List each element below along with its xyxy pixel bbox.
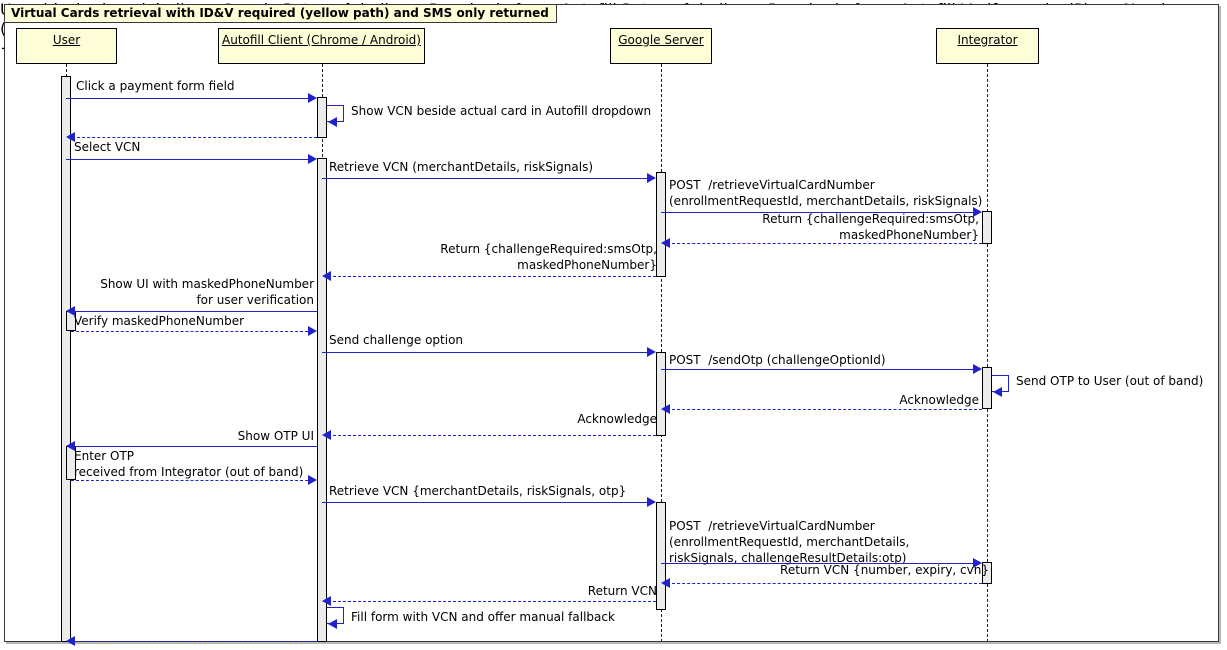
participant-user[interactable]: User <box>16 28 117 64</box>
activation-autofill-dropdown <box>317 97 327 138</box>
message-line-return-challenge-required-2 <box>328 276 656 277</box>
selfmessage-arrowhead-show-vcn <box>328 117 337 127</box>
message-arrowhead-show-ui-masked-phone <box>66 306 75 316</box>
message-line-retrieve-vcn-2 <box>322 502 652 503</box>
message-label-post-retrieve-vcn-2: POST /retrieveVirtualCardNumber (enrollm… <box>669 519 910 565</box>
message-arrowhead-show-otp-ui <box>66 441 75 451</box>
message-line-retrieve-vcn-1 <box>322 178 652 179</box>
message-label-show-otp-ui: Show OTP UI <box>237 429 314 443</box>
activation-user <box>61 76 71 642</box>
diagram-frame <box>4 4 1219 642</box>
activation-integrator-sendotp <box>982 367 992 409</box>
activation-google-sendotp <box>656 352 666 436</box>
message-arrowhead-return-challenge-required-1 <box>661 238 670 248</box>
activation-google-first <box>656 172 666 277</box>
message-line-dropdown-return <box>72 137 317 138</box>
activation-autofill-main <box>317 158 327 642</box>
message-label-return-challenge-required-1: Return {challengeRequired:smsOtp, masked… <box>762 212 979 242</box>
message-line-return-vcn-details <box>667 583 982 584</box>
message-line-send-challenge-option <box>322 352 652 353</box>
message-line-final-return <box>72 641 317 642</box>
participant-user-label: User <box>52 33 81 47</box>
message-arrowhead-retrieve-vcn-2 <box>647 497 656 507</box>
participant-autofill-client[interactable]: Autofill Client (Chrome / Android) <box>218 28 425 64</box>
message-label-post-send-otp: POST /sendOtp (challengeOptionId) <box>669 353 886 367</box>
message-line-return-challenge-required-1 <box>667 243 982 244</box>
message-line-post-retrieve-vcn-2 <box>661 563 978 564</box>
message-arrowhead-acknowledge-1 <box>661 404 670 414</box>
message-line-show-ui-masked-phone <box>72 311 317 312</box>
message-label-verify-masked-phone: Verify maskedPhoneNumber <box>74 314 245 328</box>
message-arrowhead-return-vcn <box>322 596 331 606</box>
message-line-acknowledge-2 <box>328 435 656 436</box>
message-line-acknowledge-1 <box>667 409 982 410</box>
participant-google-server-label: Google Server <box>618 33 704 47</box>
message-arrowhead-post-retrieve-vcn-2 <box>973 558 982 568</box>
message-arrowhead-return-challenge-required-2 <box>322 271 331 281</box>
message-arrowhead-post-retrieve-vcn-1 <box>973 207 982 217</box>
message-label-acknowledge-2: Acknowledge <box>577 412 657 426</box>
message-arrowhead-final-return <box>66 636 75 646</box>
activation-integrator-final <box>982 562 992 584</box>
message-label-acknowledge-1: Acknowledge <box>899 393 979 407</box>
message-label-click-payment-form-field: Click a payment form field <box>76 79 235 93</box>
message-line-select-vcn <box>66 159 313 160</box>
participant-integrator-label: Integrator <box>957 33 1018 47</box>
message-label-post-retrieve-vcn-1: POST /retrieveVirtualCardNumber (enrollm… <box>669 178 983 208</box>
lifeline-integrator <box>987 64 988 642</box>
message-label-select-vcn: Select VCN <box>74 140 141 154</box>
participant-google-server[interactable]: Google Server <box>610 28 712 64</box>
message-label-fill-form-with-vcn: Fill form with VCN and offer manual fall… <box>351 610 615 624</box>
message-line-enter-otp <box>71 480 313 481</box>
activation-google-final <box>656 502 666 610</box>
message-line-click-payment-form-field <box>66 98 313 99</box>
message-line-verify-masked-phone <box>71 331 313 332</box>
message-label-return-challenge-required-2: Return {challengeRequired:smsOtp, masked… <box>440 242 657 272</box>
message-line-return-vcn <box>328 601 656 602</box>
message-arrowhead-select-vcn <box>308 154 317 164</box>
message-label-return-vcn-details: Return VCN {number, expiry, cvn} <box>780 563 989 577</box>
message-line-show-otp-ui <box>72 446 317 447</box>
message-arrowhead-retrieve-vcn-1 <box>647 173 656 183</box>
activation-integrator-first <box>982 211 992 244</box>
message-arrowhead-return-vcn-details <box>661 578 670 588</box>
message-arrowhead-dropdown-return <box>66 132 75 142</box>
message-label-show-ui-masked-phone: Show UI with maskedPhoneNumber for user … <box>100 277 314 307</box>
selfmessage-arrowhead-send-otp-to-user <box>993 387 1002 397</box>
participant-integrator[interactable]: Integrator <box>936 28 1039 64</box>
message-arrowhead-enter-otp <box>308 475 317 485</box>
message-arrowhead-click-payment-form-field <box>308 93 317 103</box>
selfmessage-arrowhead-fill-form <box>328 619 337 629</box>
participant-autofill-client-label: Autofill Client (Chrome / Android) <box>222 33 421 47</box>
diagram-title: Virtual Cards retrieval with ID&V requir… <box>4 4 557 23</box>
message-label-retrieve-vcn-1: Retrieve VCN (merchantDetails, riskSigna… <box>329 160 593 174</box>
message-label-send-challenge-option: Send challenge option <box>329 333 464 347</box>
message-label-enter-otp: Enter OTP received from Integrator (out … <box>74 449 304 479</box>
message-arrowhead-send-challenge-option <box>647 347 656 357</box>
message-label-show-vcn-beside-actual-card: Show VCN beside actual card in Autofill … <box>351 104 652 118</box>
message-line-post-send-otp <box>661 369 978 370</box>
message-arrowhead-post-send-otp <box>973 364 982 374</box>
message-label-send-otp-to-user: Send OTP to User (out of band) <box>1016 374 1204 388</box>
message-label-retrieve-vcn-2: Retrieve VCN {merchantDetails, riskSigna… <box>329 484 627 498</box>
message-arrowhead-verify-masked-phone <box>308 326 317 336</box>
message-line-post-retrieve-vcn-1 <box>661 212 978 213</box>
message-label-return-vcn: Return VCN <box>587 584 657 598</box>
message-arrowhead-acknowledge-2 <box>322 430 331 440</box>
